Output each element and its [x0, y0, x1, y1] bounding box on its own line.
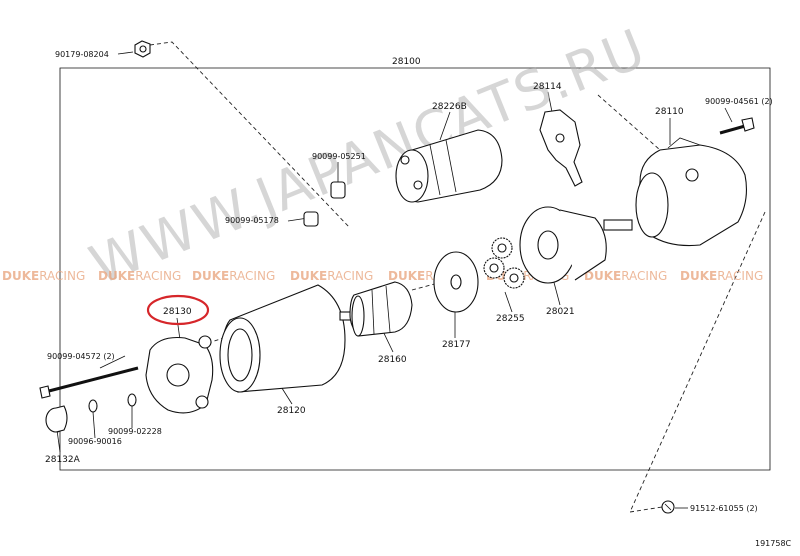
dashed-line-nut — [149, 41, 351, 229]
gear-part[interactable] — [483, 237, 525, 289]
plate-part[interactable] — [433, 251, 479, 313]
label-28120[interactable]: 28120 — [277, 406, 306, 416]
label-91512-61055[interactable]: 91512-61055 (2) — [690, 504, 758, 513]
svg-text:DUKERACING: DUKERACING — [2, 269, 85, 283]
label-28160[interactable]: 28160 — [378, 355, 407, 365]
dashed-line-right-top — [597, 94, 661, 151]
label-90099-05178[interactable]: 90099-05178 — [225, 216, 279, 225]
through-bolt-part[interactable] — [39, 366, 139, 399]
cap-part[interactable] — [45, 405, 68, 433]
label-28110[interactable]: 28110 — [655, 107, 684, 117]
label-28255[interactable]: 28255 — [496, 314, 525, 324]
armature-part[interactable] — [339, 281, 413, 337]
label-90099-05251[interactable]: 90099-05251 — [312, 152, 366, 161]
dashed-line-right-bottom — [629, 211, 766, 513]
label-90099-04561[interactable]: 90099-04561 (2) — [705, 97, 773, 106]
svg-text:DUKERACING: DUKERACING — [98, 269, 181, 283]
seal-part[interactable] — [303, 211, 319, 227]
label-28114[interactable]: 28114 — [533, 82, 562, 92]
label-28226b[interactable]: 28226B — [432, 102, 467, 112]
yoke-part[interactable] — [219, 284, 346, 393]
svg-text:DUKERACING: DUKERACING — [680, 269, 763, 283]
solenoid-part[interactable] — [395, 129, 503, 203]
dashed-line-axis-2 — [411, 281, 443, 291]
housing-part[interactable] — [635, 137, 747, 247]
end-frame-part[interactable] — [145, 335, 214, 414]
oring-part[interactable] — [88, 399, 98, 413]
label-90099-04572[interactable]: 90099-04572 (2) — [47, 352, 115, 361]
bolt-part-top[interactable] — [719, 117, 755, 135]
svg-text:DUKERACING: DUKERACING — [192, 269, 275, 283]
label-90096-90016[interactable]: 90096-90016 — [68, 437, 122, 446]
label-28130[interactable]: 28130 — [163, 307, 192, 317]
nut-part[interactable] — [134, 40, 151, 58]
clutch-part[interactable] — [519, 206, 633, 284]
svg-text:DUKERACING: DUKERACING — [290, 269, 373, 283]
label-90179-08204[interactable]: 90179-08204 — [55, 50, 109, 59]
label-90099-02228[interactable]: 90099-02228 — [108, 427, 162, 436]
label-28132a[interactable]: 28132A — [45, 455, 81, 465]
leader-lines — [56, 51, 733, 509]
washer-part[interactable] — [127, 393, 137, 407]
watermark-strip: DUKERACING DUKERACING DUKERACING DUKERAC… — [2, 269, 763, 283]
assembly-frame — [59, 67, 771, 471]
figure-code: 191758C — [755, 539, 792, 548]
highlight-ring — [146, 294, 210, 326]
svg-text:DUKERACING: DUKERACING — [584, 269, 667, 283]
label-28021[interactable]: 28021 — [546, 307, 575, 317]
screw-part[interactable] — [661, 500, 675, 514]
label-28177[interactable]: 28177 — [442, 340, 471, 350]
lever-part[interactable] — [539, 109, 583, 187]
spring-part[interactable] — [330, 181, 346, 199]
label-28100[interactable]: 28100 — [392, 57, 421, 67]
